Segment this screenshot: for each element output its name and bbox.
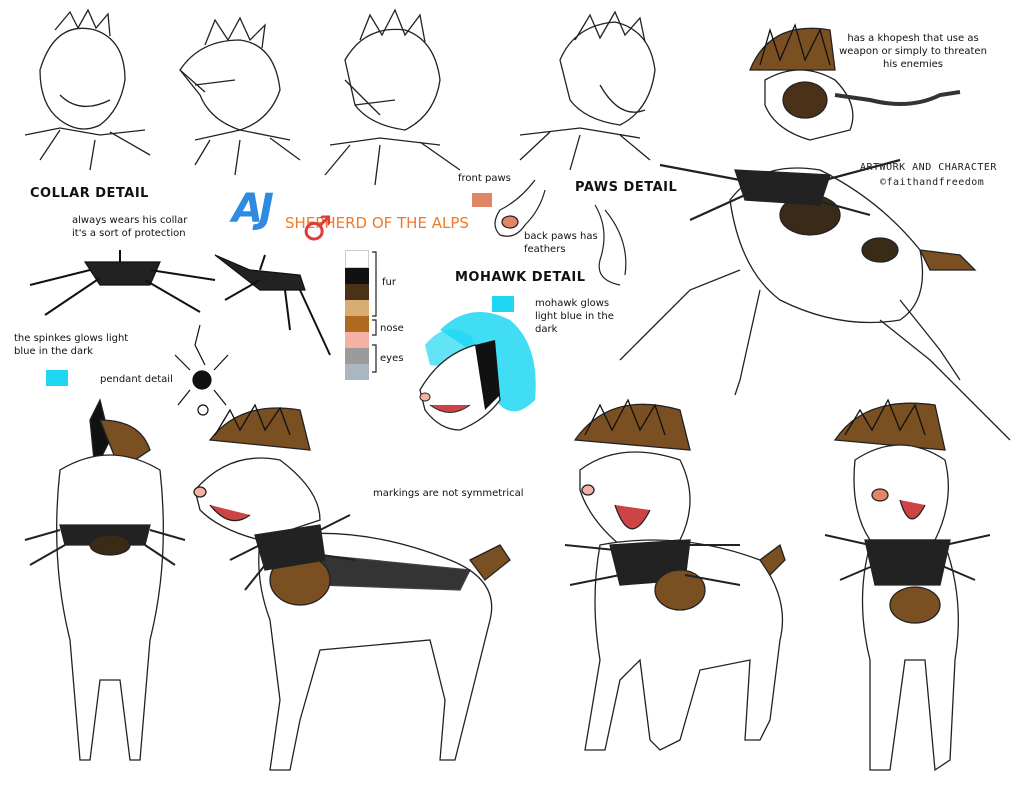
color-palette: [345, 250, 369, 380]
pendant-detail-label: pendant detail: [100, 374, 173, 385]
palette-label-nose: nose: [380, 323, 404, 334]
credit-line-1: ARTWORK AND CHARACTER: [860, 162, 997, 173]
mohawk-glow-swatch: [492, 296, 514, 312]
palette-swatch: [345, 250, 369, 268]
paws-detail-heading: PAWS DETAIL: [575, 180, 678, 195]
palette-label-fur: fur: [382, 277, 396, 288]
palette-swatch: [345, 284, 369, 300]
back-paws-note: back paws has feathers: [524, 231, 598, 255]
credit-line-2: ©faithandfreedom: [880, 177, 985, 188]
khopesh-note: has a khopesh that use as weapon or simp…: [839, 33, 987, 70]
spike-glow-swatch: [46, 370, 68, 386]
palette-label-eyes: eyes: [380, 353, 404, 364]
palette-swatch: [345, 348, 369, 364]
front-paws-label: front paws: [458, 173, 511, 184]
logo-title: SHEPHERD OF THE ALPS: [285, 214, 469, 232]
markings-note: markings are not symmetrical: [373, 488, 524, 499]
palette-swatch: [345, 268, 369, 284]
gender-symbol: ♂: [302, 209, 333, 249]
collar-detail-heading: COLLAR DETAIL: [30, 186, 149, 201]
front-paw-swatch: [472, 193, 492, 207]
palette-swatch: [345, 300, 369, 316]
mohawk-detail-heading: MOHAWK DETAIL: [455, 270, 586, 285]
palette-swatch: [345, 332, 369, 348]
mohawk-note: mohawk glows light blue in the dark: [535, 298, 614, 335]
palette-swatch: [345, 364, 369, 380]
logo-initials: AJ: [232, 186, 274, 232]
spikes-note: the spinkes glows light blue in the dark: [14, 333, 129, 357]
logo: AJ: [232, 186, 274, 232]
collar-note: always wears his collar it's a sort of p…: [72, 215, 188, 239]
palette-swatch: [345, 316, 369, 332]
